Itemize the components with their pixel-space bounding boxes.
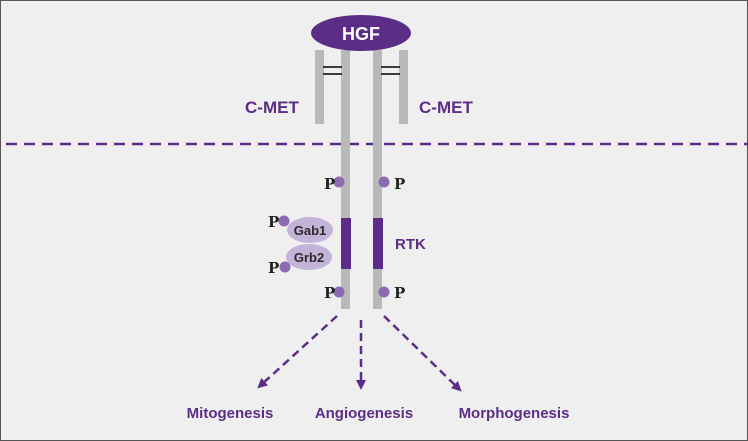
gab1-bubble — [287, 217, 333, 243]
signaling-arrows — [257, 315, 462, 392]
receptor-right-beta-chain — [373, 50, 382, 309]
arrow-to-morphogenesis — [383, 315, 462, 392]
disulfide-bonds — [323, 66, 400, 75]
receptor-chains — [315, 50, 408, 309]
cmet-label-right: C-MET — [419, 98, 473, 117]
outcome-morphogenesis: Morphogenesis — [459, 405, 570, 422]
grb2-bubble — [286, 244, 332, 270]
phospho-dot — [333, 176, 345, 188]
phospho-label: P — [394, 284, 405, 302]
phospho-label: P — [324, 284, 335, 302]
cmet-label-left: C-MET — [245, 98, 299, 117]
receptor-right-alpha-chain — [399, 50, 408, 124]
outcome-mitogenesis: Mitogenesis — [187, 405, 274, 422]
phospho-dot — [279, 261, 291, 273]
phospho-label: P — [324, 175, 335, 193]
phospho-dot — [278, 215, 290, 227]
hgf-ligand — [311, 15, 411, 51]
phospho-dot — [378, 286, 390, 298]
outcome-angiogenesis: Angiogenesis — [315, 405, 413, 422]
phospho-label: P — [268, 259, 279, 277]
phospho-dot — [333, 286, 345, 298]
kinase-domain-left — [341, 218, 351, 269]
phosphorylation-sites: P P P P — [324, 175, 405, 302]
grb2-label: Grb2 — [294, 250, 324, 265]
arrow-to-mitogenesis — [257, 315, 338, 389]
gab1-label: Gab1 — [294, 223, 327, 238]
phospho-label: P — [268, 213, 279, 231]
rtk-label: RTK — [395, 236, 426, 253]
phospho-dot — [378, 176, 390, 188]
hgf-label: HGF — [342, 24, 380, 44]
kinase-domain-right — [373, 218, 383, 269]
adaptor-proteins: Gab1 Grb2 P P — [268, 213, 333, 277]
receptor-left-beta-chain — [341, 50, 350, 309]
receptor-left-alpha-chain — [315, 50, 324, 124]
phospho-label: P — [394, 175, 405, 193]
